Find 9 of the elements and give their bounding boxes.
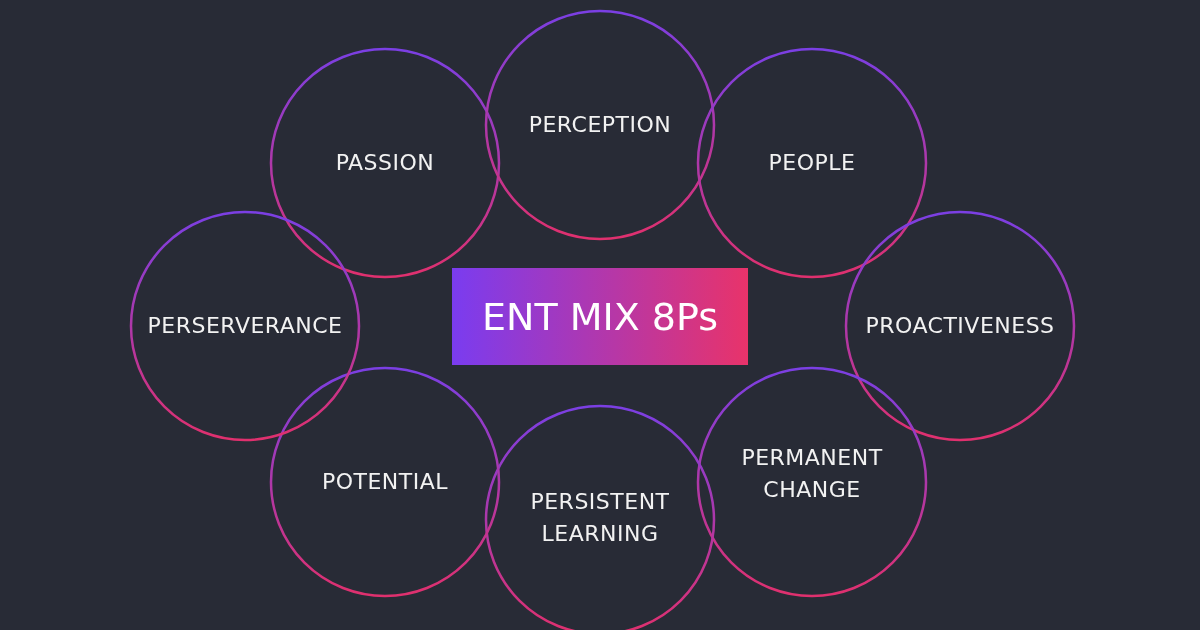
circle-label: PROACTIVENESS: [864, 312, 1056, 340]
circle-label: PERSISTENT LEARNING: [529, 488, 671, 548]
circle-label: PEOPLE: [767, 149, 857, 177]
circle-label: PERSERVERANCE: [146, 312, 344, 340]
circle-label: PERCEPTION: [527, 111, 673, 139]
title-banner: ENT MIX 8Ps: [452, 268, 748, 365]
circle-label: PERMANENT CHANGE: [740, 444, 884, 504]
circle-label: PASSION: [334, 149, 436, 177]
circle-label: POTENTIAL: [320, 468, 450, 496]
